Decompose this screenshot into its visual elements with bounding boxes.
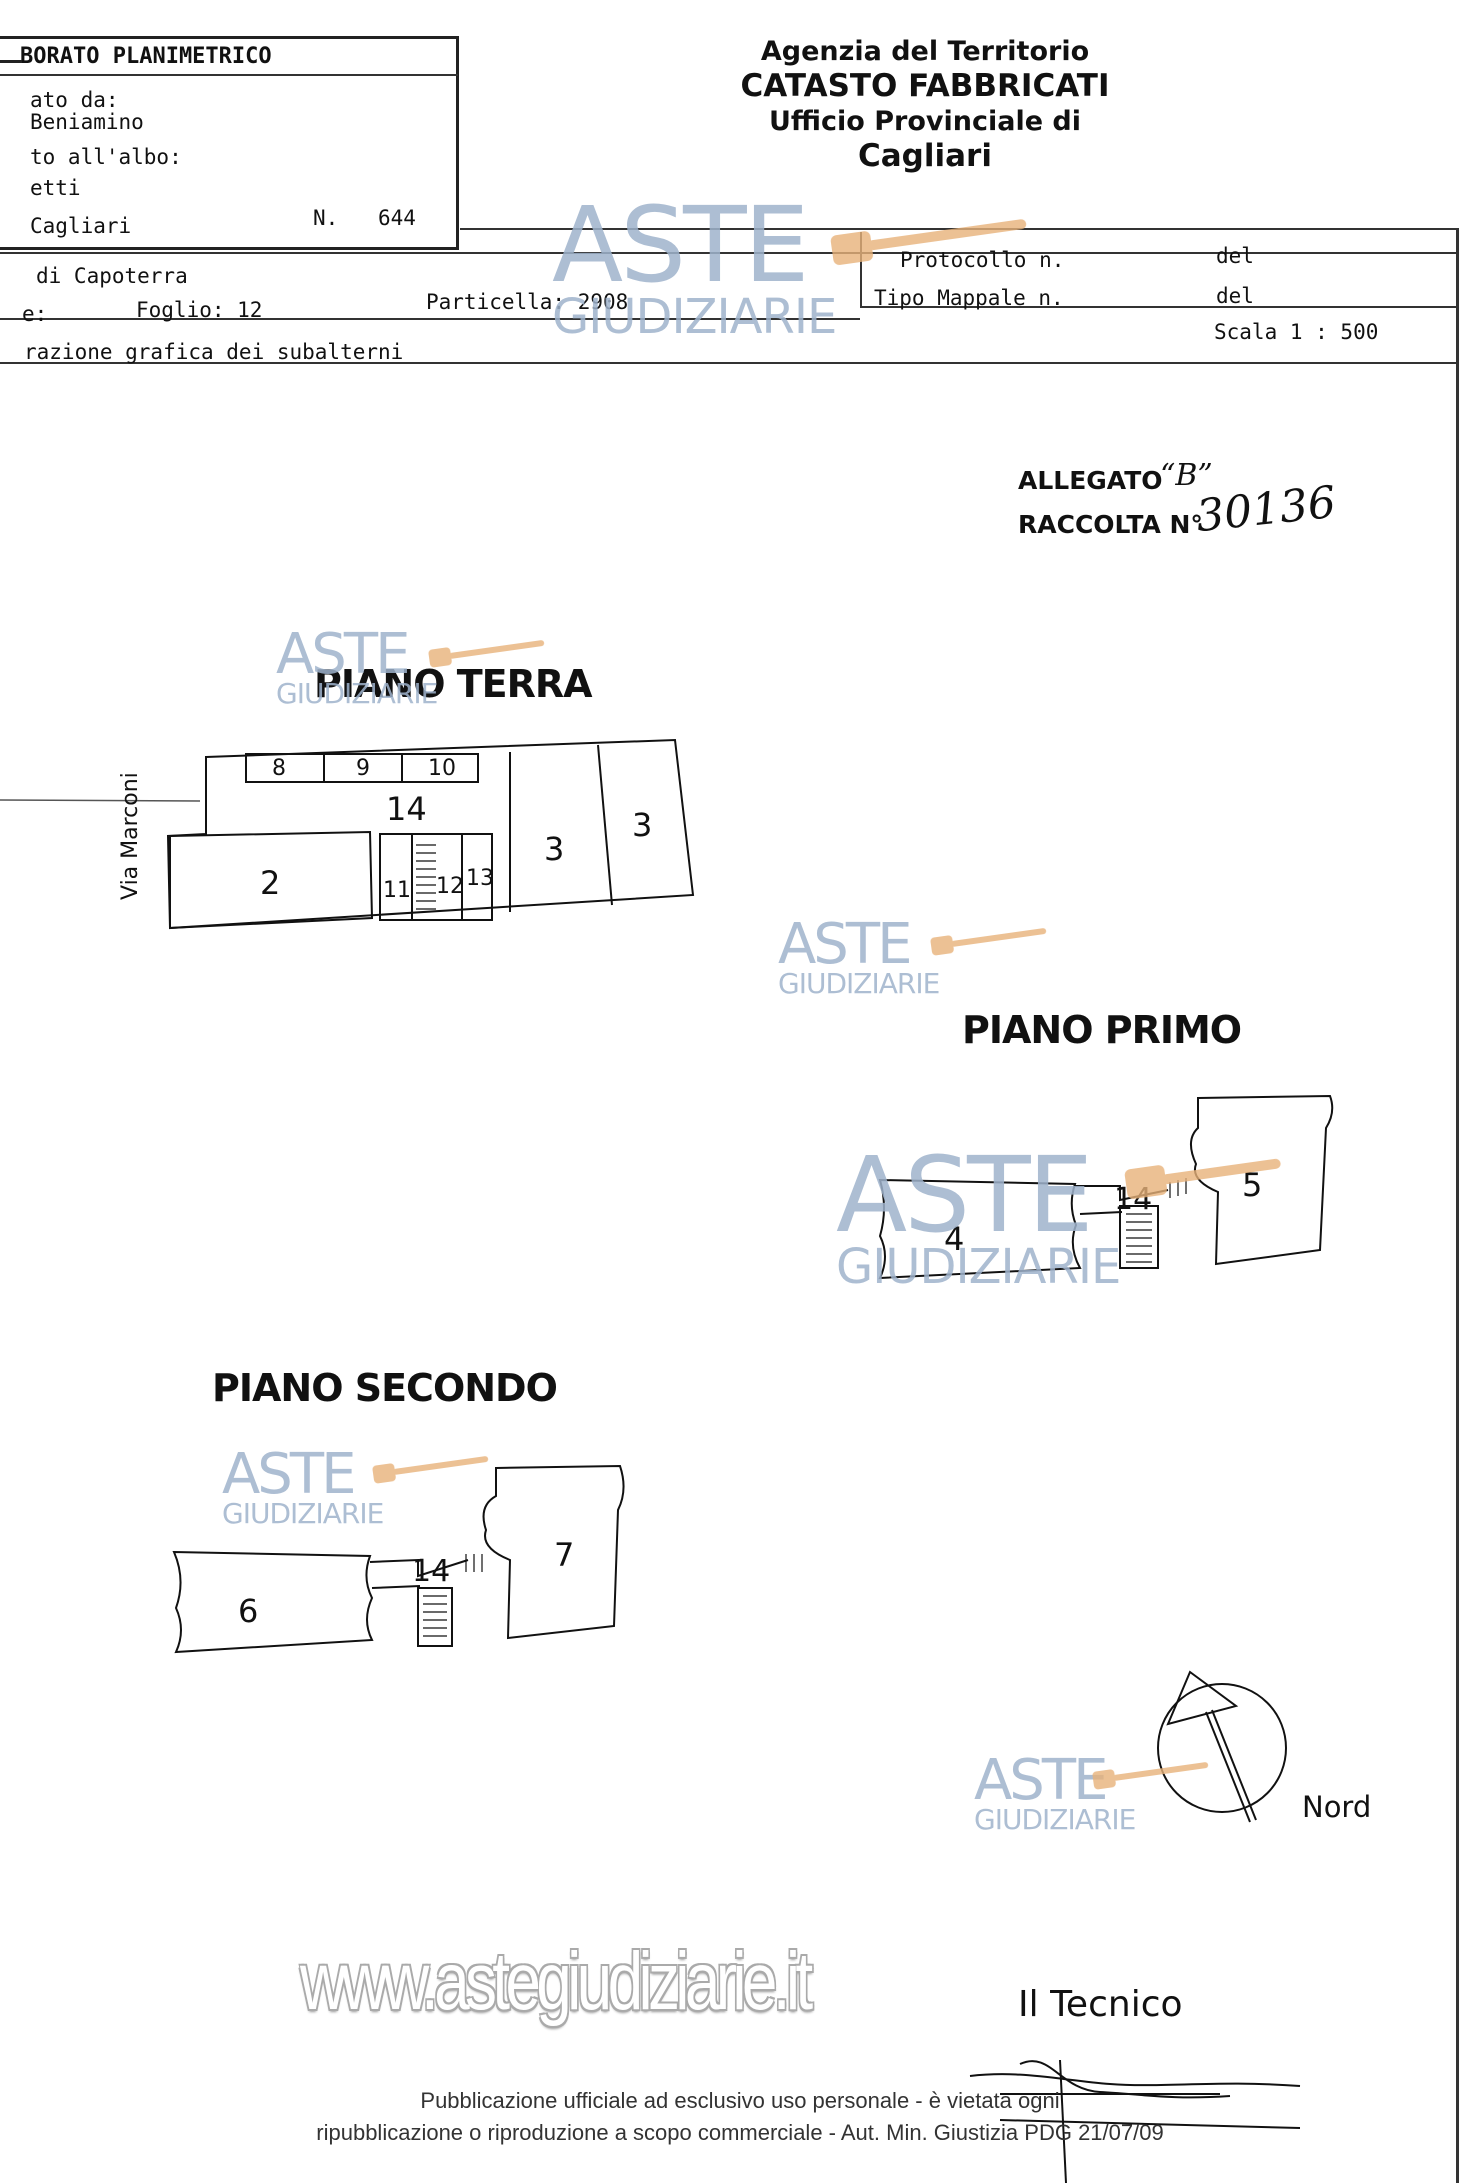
gavel-icon [428, 640, 545, 668]
unit-4: 4 [944, 1220, 965, 1258]
header-line-redatto: ato da: [30, 88, 119, 112]
unit-3-a: 3 [544, 830, 565, 868]
header-line-n-label: N. [313, 206, 339, 230]
watermark-aste: ASTE [836, 1134, 1093, 1256]
piano-primo-title: PIANO PRIMO [962, 1008, 1242, 1052]
watermark-terra: ASTE GIUDIZIARIE [276, 622, 438, 711]
meta-tipo-mappale: Tipo Mappale n. [874, 286, 1064, 310]
watermark-giudiziarie: GIUDIZIARIE [974, 1803, 1136, 1837]
page-right-border [1456, 228, 1459, 2183]
watermark-giudiziarie: GIUDIZIARIE [836, 1238, 1121, 1295]
watermark-giudiziarie: GIUDIZIARIE [552, 288, 837, 345]
header-left-box [0, 36, 459, 250]
publication-notice-line1: Pubblicazione ufficiale ad esclusivo uso… [420, 2088, 1060, 2113]
meta-rule-2 [860, 306, 1458, 308]
header-title-rule [0, 74, 458, 76]
gavel-icon [930, 928, 1047, 956]
watermark-aste: ASTE [974, 1748, 1108, 1813]
meta-rappresentazione: razione grafica dei subalterni [24, 340, 404, 364]
ufficio-city: Cagliari [858, 137, 992, 174]
allegato-mark: “B” [1160, 458, 1213, 493]
meta-rule-2b [0, 318, 860, 320]
tecnico-label: Il Tecnico [1018, 1984, 1183, 2025]
watermark-header: ASTE GIUDIZIARIE [552, 184, 837, 345]
meta-foglio: Foglio: 12 [136, 298, 263, 322]
piano-secondo-plan [172, 1464, 625, 1654]
unit-12: 12 [436, 874, 464, 899]
allegato-label: ALLEGATO [1018, 466, 1163, 495]
meta-protocollo-del: del [1216, 244, 1254, 268]
raccolta-label: RACCOLTA N° [1018, 510, 1203, 539]
meta-protocollo: Protocollo n. [900, 248, 1065, 272]
north-arrow [1157, 1670, 1287, 1823]
meta-prefix: e: [22, 302, 48, 326]
watermark-aste: ASTE [778, 912, 912, 977]
watermark-aste: ASTE [222, 1442, 356, 1507]
unit-13: 13 [466, 866, 494, 891]
watermark-north: ASTE GIUDIZIARIE [974, 1748, 1136, 1837]
watermark-aste: ASTE [552, 184, 809, 306]
piano-terra-plan [166, 738, 695, 930]
header-line-city: Cagliari [30, 214, 132, 238]
header-title-dash [0, 60, 22, 63]
watermark-giudiziarie: GIUDIZIARIE [222, 1497, 384, 1531]
unit-3-b: 3 [632, 806, 653, 844]
gavel-icon [1124, 1158, 1281, 1199]
watermark-giudiziarie: GIUDIZIARIE [778, 967, 940, 1001]
watermark-aste: ASTE [276, 622, 410, 687]
header-line-albo: to all'albo: [30, 145, 182, 169]
unit-5: 5 [1242, 1166, 1263, 1204]
unit-2: 2 [260, 864, 281, 902]
watermark-primo: ASTE GIUDIZIARIE [836, 1134, 1121, 1295]
gavel-icon [1092, 1762, 1209, 1790]
publication-notice-line2: ripubblicazione o riproduzione a scopo c… [316, 2120, 1164, 2145]
unit-14-terra: 14 [386, 790, 427, 828]
meta-scala: Scala 1 : 500 [1214, 320, 1379, 344]
meta-particella: Particella: 2908 [426, 290, 629, 314]
watermark-secondo: ASTE GIUDIZIARIE [222, 1442, 384, 1531]
meta-rule-3 [0, 362, 1458, 364]
meta-comune: di Capoterra [36, 264, 188, 288]
piano-secondo-title: PIANO SECONDO [212, 1366, 558, 1410]
unit-7: 7 [554, 1536, 575, 1574]
footer-url-watermark: www.astegiudiziarie.it [300, 1936, 813, 2027]
piano-terra-title: PIANO TERRA [314, 662, 593, 706]
unit-8: 8 [272, 756, 286, 781]
unit-14-secondo: 14 [412, 1554, 451, 1589]
north-label: Nord [1302, 1790, 1372, 1824]
watermark-middle: ASTE GIUDIZIARIE [778, 912, 940, 1001]
gavel-icon [830, 219, 1027, 265]
unit-9: 9 [356, 756, 370, 781]
header-title: BORATO PLANIMETRICO [20, 44, 272, 69]
meta-divider [860, 232, 862, 308]
catasto-title: CATASTO FABBRICATI [740, 68, 1110, 105]
watermark-giudiziarie: GIUDIZIARIE [276, 677, 438, 711]
header-line-number: 644 [378, 206, 416, 230]
unit-11: 11 [383, 878, 411, 903]
agency-name: Agenzia del Territorio [760, 36, 1090, 67]
meta-tipo-del: del [1216, 284, 1254, 308]
meta-rule-1 [0, 252, 1458, 254]
agency-block: Agenzia del Territorio CATASTO FABBRICAT… [660, 36, 1190, 175]
tecnico-signature [969, 2059, 1301, 2183]
unit-10: 10 [428, 756, 456, 781]
header-line-prov: etti [30, 176, 81, 200]
ufficio-label: Ufficio Provinciale di [768, 105, 1081, 137]
unit-6: 6 [238, 1592, 259, 1630]
header-line-name: Beniamino [30, 110, 144, 134]
gavel-icon [372, 1456, 489, 1484]
